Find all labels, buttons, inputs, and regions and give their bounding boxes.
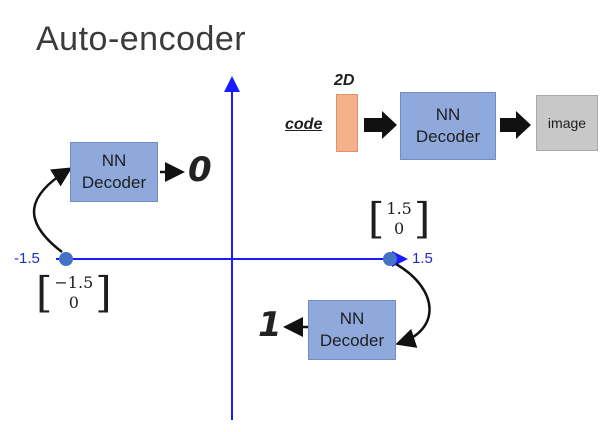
vector-right: [ 1.5 0 ] bbox=[368, 196, 430, 242]
pipeline-decoder-box: NN Decoder bbox=[400, 92, 496, 160]
vector-right-top: 1.5 bbox=[386, 199, 412, 218]
image-box: image bbox=[536, 95, 598, 151]
x-tick-right: 1.5 bbox=[412, 250, 433, 267]
page-title: Auto-encoder bbox=[36, 20, 247, 58]
bracket-open: [ bbox=[36, 268, 53, 317]
bracket-close: ] bbox=[95, 268, 112, 317]
curve-arrow-bottom bbox=[395, 262, 431, 348]
digit-zero-output: 0 bbox=[188, 150, 212, 190]
top-decoder-box: NN Decoder bbox=[70, 142, 158, 202]
vector-left-bottom: 0 bbox=[68, 293, 79, 312]
bottom-decoder-box: NN Decoder bbox=[308, 300, 396, 360]
digit-one-output: 1 bbox=[258, 305, 282, 345]
bottom-decoder-line2: Decoder bbox=[319, 331, 385, 350]
top-decoder-line1: NN bbox=[101, 151, 127, 170]
vector-left-top: −1.5 bbox=[54, 273, 94, 292]
pipeline-decoder-line2: Decoder bbox=[415, 127, 481, 146]
bottom-decoder-line1: NN bbox=[339, 309, 365, 328]
vector-right-bottom: 0 bbox=[394, 219, 405, 238]
x-tick-left: -1.5 bbox=[14, 250, 40, 267]
bracket-open: [ bbox=[368, 194, 385, 243]
twod-label: 2D bbox=[334, 72, 355, 89]
pipeline-arrow-2 bbox=[500, 111, 531, 139]
point-left bbox=[59, 252, 73, 266]
bracket-close: ] bbox=[413, 194, 431, 243]
vector-left: [ −1.5 0 ] bbox=[36, 270, 112, 316]
pipeline-arrow-1 bbox=[364, 111, 397, 139]
code-bar bbox=[336, 94, 358, 152]
code-label: code bbox=[285, 116, 323, 133]
top-decoder-line2: Decoder bbox=[81, 173, 147, 192]
point-right bbox=[383, 252, 397, 266]
pipeline-decoder-line1: NN bbox=[435, 105, 461, 124]
curve-arrow-top bbox=[32, 167, 73, 253]
